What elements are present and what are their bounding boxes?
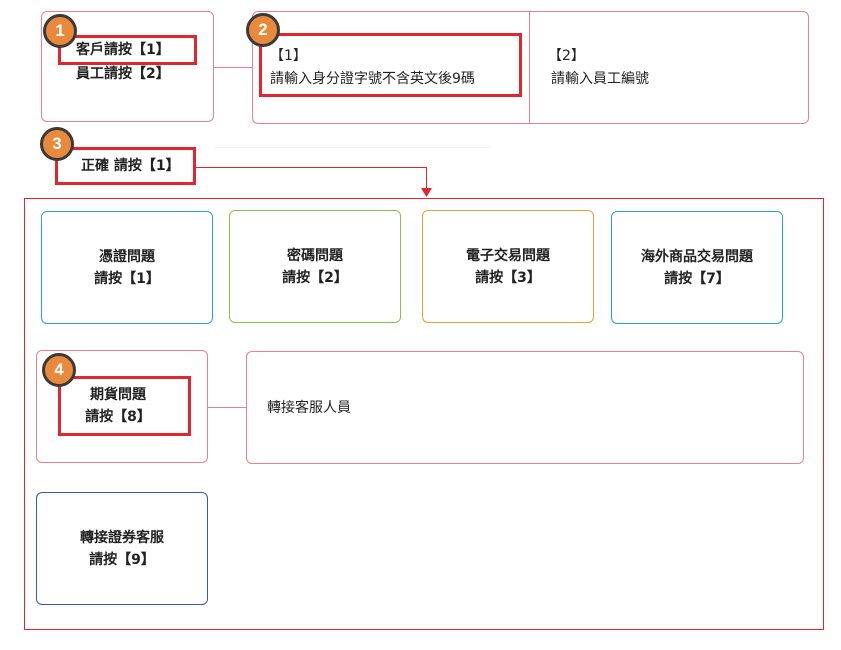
transfer-agent-text: 轉接客服人員 — [267, 400, 351, 416]
confirm-text: 正確 請按【1】 — [81, 158, 180, 174]
employee-id-key: 【2】 — [548, 48, 585, 64]
confirm-highlight — [55, 147, 196, 185]
category-title: 海外商品交易問題 — [641, 248, 753, 265]
id-input-divider — [529, 12, 530, 123]
futures-key: 請按【8】 — [85, 409, 151, 425]
category-overseas-trading: 海外商品交易問題 請按【7】 — [611, 211, 783, 324]
employee-id-text: 請輸入員工編號 — [551, 71, 649, 87]
category-key: 請按【9】 — [89, 551, 155, 568]
id-input-box — [252, 11, 809, 124]
arrow-head-icon — [421, 188, 432, 197]
category-key: 請按【3】 — [475, 269, 541, 286]
step-4-badge: 4 — [42, 353, 76, 387]
id-option-highlight — [259, 33, 522, 97]
futures-highlight — [58, 376, 191, 436]
id-option-key: 【1】 — [270, 48, 307, 64]
id-option-text: 請輸入身分證字號不含英文後9碼 — [270, 71, 475, 87]
step-3-badge: 3 — [40, 127, 74, 161]
arrow-line-horizontal — [196, 167, 427, 168]
category-title: 憑證問題 — [99, 248, 155, 265]
category-key: 請按【1】 — [94, 270, 160, 287]
futures-connector — [208, 407, 246, 408]
customer-option: 客戶請按【1】 — [76, 42, 170, 58]
step-2-badge: 2 — [246, 13, 280, 47]
category-title: 密碼問題 — [287, 247, 343, 264]
category-title: 電子交易問題 — [466, 247, 550, 264]
employee-option: 員工請按【2】 — [76, 66, 170, 82]
step-1-badge: 1 — [43, 14, 77, 48]
step-3-guide-line — [215, 147, 490, 148]
customer-option-highlight — [58, 35, 197, 65]
category-key: 請按【7】 — [664, 270, 730, 287]
arrow-line-vertical — [426, 167, 427, 191]
futures-title: 期貨問題 — [90, 387, 146, 403]
category-securities-service: 轉接證券客服 請按【9】 — [36, 492, 208, 605]
category-password: 密碼問題 請按【2】 — [229, 210, 401, 323]
transfer-agent-box — [246, 351, 804, 464]
connector-line — [214, 67, 252, 68]
category-electronic-trading: 電子交易問題 請按【3】 — [422, 210, 594, 323]
service-menu-container — [24, 198, 824, 630]
category-key: 請按【2】 — [282, 269, 348, 286]
category-certificate: 憑證問題 請按【1】 — [41, 211, 213, 324]
category-title: 轉接證券客服 — [80, 529, 164, 546]
